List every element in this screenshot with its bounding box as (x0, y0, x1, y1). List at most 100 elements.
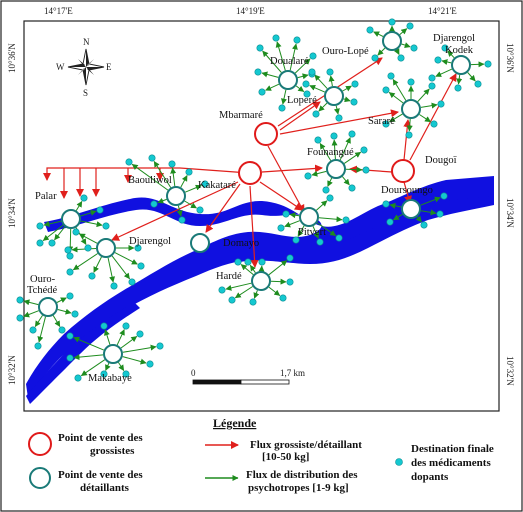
retailer-pitvert (299, 207, 319, 227)
destination-dot (382, 120, 390, 128)
wholesaler-mbarmare (254, 122, 278, 146)
destination-dot (58, 326, 66, 334)
destination-dot (397, 54, 405, 62)
retailer-sarare (401, 99, 421, 119)
distribution-arrow (388, 113, 403, 123)
distribution-arrow (71, 246, 97, 253)
distribution-arrow (234, 286, 253, 299)
distribution-arrow (415, 215, 422, 223)
distribution-arrow (80, 359, 106, 377)
distribution-arrow (265, 83, 280, 91)
distribution-arrow (331, 139, 338, 160)
distribution-arrow (441, 59, 452, 65)
destination-dot (286, 254, 294, 262)
destination-dot (150, 200, 158, 208)
destination-dot (474, 80, 482, 88)
distribution-arrow (392, 78, 407, 101)
distribution-arrow (327, 177, 333, 187)
distribution-arrow (333, 105, 340, 115)
destination-dot (382, 200, 390, 208)
distribution-arrow (318, 216, 343, 223)
destination-dot (277, 224, 285, 232)
destination-dot (122, 370, 130, 378)
retailer-makabaye (103, 344, 123, 364)
distribution-arrow (373, 31, 384, 37)
distribution-arrow (316, 222, 337, 237)
legend-retailer-symbol (29, 467, 51, 489)
distribution-arrow (37, 316, 46, 343)
distribution-arrow (389, 202, 402, 209)
destination-dot (348, 184, 356, 192)
distribution-arrow (447, 50, 455, 59)
distribution-arrow (420, 196, 441, 206)
coord-top-3: 14°21'E (428, 6, 457, 16)
label-djarengol-kodek-1: Djarengol (433, 33, 475, 44)
destination-dot (342, 216, 350, 224)
distribution-arrow (57, 308, 72, 315)
distribution-arrow (253, 290, 260, 299)
label-doualare: Doualaré (270, 56, 309, 67)
destination-dot (326, 194, 334, 202)
destination-dot (100, 370, 108, 378)
destination-dots (16, 18, 492, 382)
distribution-arrow (34, 315, 43, 328)
distribution-arrow (111, 255, 130, 280)
destination-dot (196, 206, 204, 214)
legend-distribution-flow-line2: psychotropes [1-9 kg] (248, 482, 349, 494)
distribution-arrow (393, 48, 400, 55)
distribution-flows (23, 25, 485, 377)
distribution-arrow (176, 205, 183, 217)
destination-dot (258, 88, 266, 96)
distribution-arrow (342, 176, 350, 186)
label-kakatare: Kakataré (198, 180, 236, 191)
destination-dot (254, 68, 262, 76)
destination-dot (410, 44, 418, 52)
distribution-arrow (470, 61, 485, 68)
destination-dot (185, 168, 193, 176)
wholesaler-dougoi (391, 159, 415, 183)
distribution-arrow (294, 58, 311, 74)
distribution-arrow (297, 225, 305, 237)
destination-dot (122, 322, 130, 330)
coord-right-1: 10°36'N (505, 43, 515, 73)
destination-dot (406, 22, 414, 30)
label-harde: Hardé (216, 271, 242, 282)
distribution-arrow (309, 85, 325, 93)
distribution-arrow (157, 197, 167, 204)
destination-dot (437, 100, 445, 108)
destination-dot (168, 160, 176, 168)
destination-dot (228, 296, 236, 304)
north-arrow: N S E W (56, 37, 112, 98)
distribution-arrow (268, 286, 281, 296)
label-ouro-tchede-1: Ouro- (30, 274, 56, 285)
south-label: S (83, 88, 88, 98)
distribution-arrow (289, 212, 300, 219)
distribution-arrow (262, 50, 282, 73)
distribution-arrow (73, 336, 104, 351)
distribution-arrow (388, 92, 404, 104)
destination-dot (454, 84, 462, 92)
destination-dot (440, 192, 448, 200)
distribution-arrow (56, 297, 67, 303)
label-pitvert: Pitvert (298, 227, 326, 238)
legend-wholesaler-line2: grossistes (90, 445, 135, 457)
distribution-arrow (23, 299, 39, 306)
destination-dot (64, 246, 72, 254)
destination-dot (293, 36, 301, 44)
distribution-arrow (54, 226, 66, 241)
distribution-arrow (343, 96, 351, 103)
destination-dot (303, 90, 311, 98)
distribution-arrow (131, 163, 169, 191)
destination-dot (136, 330, 144, 338)
place-labels: Doualaré Ouro-Lopé Djarengol Kodek Loper… (27, 33, 475, 384)
distribution-arrow (435, 68, 453, 77)
destination-dot (286, 278, 294, 286)
destination-dot (292, 236, 300, 244)
destination-dot (29, 326, 37, 334)
distribution-arrow (153, 160, 172, 188)
label-lopere: Loperé (287, 95, 317, 106)
destination-dot (16, 296, 24, 304)
coord-left-3: 10°32'N (7, 355, 17, 385)
scale-start: 0 (191, 368, 196, 378)
west-label: W (56, 62, 65, 72)
